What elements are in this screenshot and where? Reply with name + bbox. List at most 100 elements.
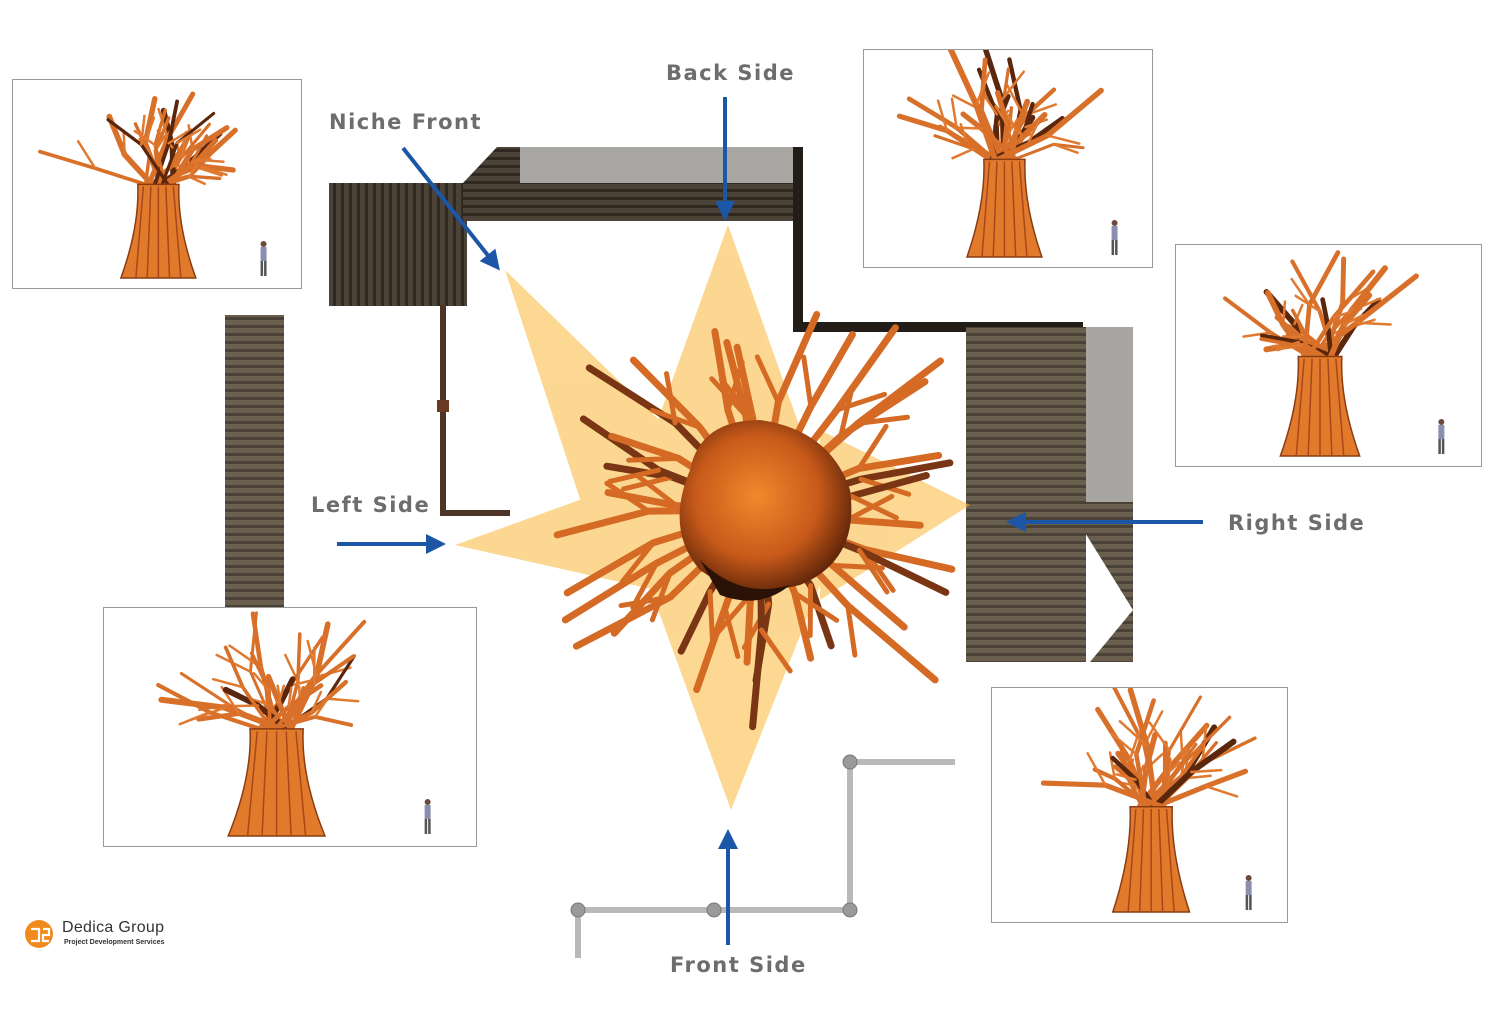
tree-branch (1000, 70, 1025, 102)
tree-crown (1223, 250, 1419, 360)
tree-branch (197, 164, 228, 176)
tree-branch (855, 414, 910, 426)
trunk-groove (1127, 808, 1137, 913)
tree-branch (715, 591, 754, 635)
tree-branch (190, 158, 212, 163)
tree-branch (1343, 313, 1365, 326)
trunk-groove (261, 731, 268, 837)
tree-branch (1115, 773, 1137, 781)
tree-branch (838, 384, 855, 439)
tree-branch (1148, 721, 1171, 752)
trunk-groove (1307, 358, 1313, 457)
tree-branch (621, 474, 675, 492)
tree-branch (951, 147, 975, 160)
trunk-groove (172, 186, 182, 279)
tree-branch (994, 105, 1009, 126)
tree-branch (211, 677, 244, 689)
tree-branch (167, 128, 193, 145)
tree-branch (718, 377, 756, 422)
tree-branch (1118, 720, 1149, 748)
tree-branch (754, 354, 781, 405)
logo-name: Dedica Group (62, 919, 165, 936)
tree-branch (1086, 752, 1107, 787)
tree-branch (325, 697, 360, 703)
trunk-groove (1158, 809, 1164, 913)
dedica-logo-icon (25, 920, 53, 948)
tree-branch (157, 107, 170, 140)
tree-branch (722, 605, 741, 660)
tree-branch (626, 455, 682, 463)
tree-branch (856, 423, 889, 471)
niche-front-arrow (401, 146, 500, 271)
tree-branch (250, 698, 270, 706)
front-side-label: Front Side (670, 953, 807, 977)
tree-branch (252, 672, 271, 692)
tree-branch (950, 97, 958, 129)
right-side-label: Right Side (1228, 511, 1366, 535)
tree-crown (1040, 688, 1257, 810)
tree-branch (834, 391, 888, 413)
view-direction-arrows (337, 97, 1203, 945)
left-side-label: Left Side (311, 493, 431, 517)
tree-branch (630, 560, 659, 610)
tree-branch (1189, 768, 1223, 774)
trunk-groove (1165, 808, 1175, 913)
tree-branch (310, 690, 323, 714)
tree-branch (845, 493, 895, 523)
tree-branch (801, 354, 814, 410)
trunk-groove (285, 731, 292, 837)
tree-branch (975, 71, 991, 107)
trunk-groove (992, 161, 998, 258)
tree-branch (1027, 119, 1041, 144)
tree-branch (139, 114, 146, 146)
tree-branch (76, 140, 97, 170)
tree-branch (952, 126, 983, 130)
tree-branch (607, 467, 661, 484)
tree-branch (176, 128, 202, 145)
tree-branch (1179, 731, 1185, 766)
niche-front-label: Niche Front (329, 110, 482, 134)
tree-crown (38, 91, 238, 188)
tree-branch (1290, 277, 1311, 307)
tree-branch (1293, 303, 1304, 326)
logo-subtitle: Project Development Services (64, 939, 165, 946)
tree-branch (1355, 321, 1392, 326)
trunk-groove (246, 731, 258, 837)
trunk-groove (1138, 809, 1145, 913)
tree-branch (277, 684, 286, 704)
tree-branch (1005, 82, 1022, 112)
tree-branch (634, 472, 679, 509)
trunk-groove (981, 161, 991, 258)
trunk-groove (1018, 161, 1028, 258)
trunk-groove (295, 731, 307, 837)
person-scale-figure (1111, 220, 1118, 255)
tree-branch (650, 407, 703, 430)
tree-view-thumbnail-back-side (863, 49, 1153, 268)
trunk-groove (135, 186, 145, 279)
tree-branch (188, 162, 199, 178)
tree-branch (1006, 114, 1018, 133)
tree-view-thumbnail-right-side (1175, 244, 1482, 467)
trunk-groove (165, 186, 171, 279)
trunk-groove (1335, 358, 1345, 457)
tree-top-view (553, 310, 956, 731)
pipe-fence (570, 754, 955, 958)
dedica-logo: Dedica Group Project Development Service… (24, 917, 224, 957)
tree-branch (758, 627, 793, 674)
tree-branch (848, 493, 899, 521)
tree-branch (1052, 143, 1079, 154)
person-scale-figure (260, 241, 267, 276)
tree-branch (792, 590, 840, 623)
tree-branch (619, 540, 656, 585)
tree-branch (649, 570, 673, 623)
tree-branch (709, 376, 749, 418)
tree-view-thumbnail-front-side (991, 687, 1288, 923)
trunk-groove (1295, 358, 1305, 457)
trunk-groove (1011, 161, 1017, 258)
tree-branch (313, 693, 332, 719)
tree-crown (156, 611, 367, 732)
tree-branch (122, 129, 126, 157)
person-scale-figure (1438, 419, 1445, 454)
tree-branch (845, 603, 858, 658)
